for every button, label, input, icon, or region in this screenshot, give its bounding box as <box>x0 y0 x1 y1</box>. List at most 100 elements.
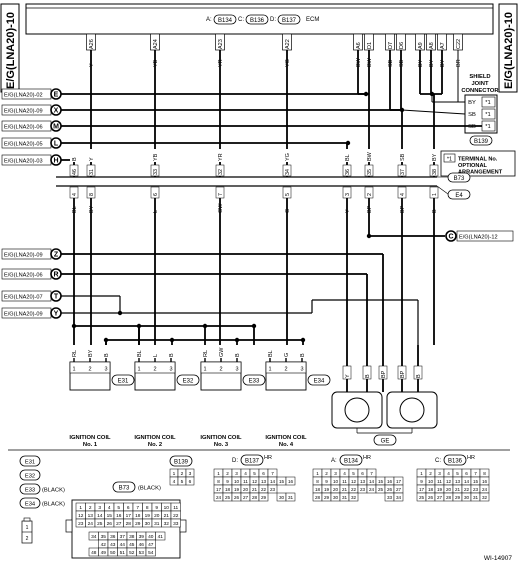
ecm-pin-label: A9 <box>418 42 424 49</box>
legend-pill <box>19 483 41 495</box>
lower-pin-label: 4 <box>72 193 78 196</box>
b137-pin: 4 <box>244 471 247 476</box>
b139-pin: 6 <box>189 479 192 485</box>
lower-pin-label: 7 <box>218 193 224 196</box>
ref-tag-label: E/G(LNA20)-02 <box>4 92 43 98</box>
b136-pin: 5 <box>456 471 459 476</box>
sensor-wire-color: B <box>416 374 422 378</box>
coil-pin: 1 <box>72 367 75 373</box>
b137-pin: 14 <box>270 479 276 484</box>
b136-pin: 23 <box>473 487 479 492</box>
b136-pin: 1 <box>420 471 423 476</box>
b137-pin: 31 <box>288 495 294 500</box>
coil-conn: E34 <box>314 379 325 385</box>
ecm-wire-color: BY <box>440 59 446 67</box>
ecm-wire-color: SB <box>399 59 405 67</box>
b137-pin: 2 <box>226 471 229 476</box>
b73-pin: 31 <box>154 521 160 527</box>
b73-pin: 34 <box>91 534 97 540</box>
shield-row3-color: SB <box>468 124 476 130</box>
ecm-wire-color: YB <box>153 59 159 67</box>
b73-pin: 14 <box>97 513 103 519</box>
b136-pin: 26 <box>428 495 434 500</box>
ref-tag-letter: X <box>54 108 59 115</box>
b73-pin: 38 <box>129 534 135 540</box>
coil-wire-color: G <box>284 353 290 357</box>
upper-wire-color: BW <box>367 151 373 161</box>
note-line-3: ARRANGEMENT <box>458 170 503 176</box>
b73-pin: 30 <box>145 521 151 527</box>
b136-pin: 17 <box>419 487 425 492</box>
ref-tag-label: E/G(LNA20)-05 <box>4 141 43 147</box>
b136-pin: 21 <box>455 487 461 492</box>
ref-tag-letter: H <box>53 158 58 165</box>
coil-wire-color: BL <box>268 350 274 357</box>
b73-pin: 2 <box>89 505 92 511</box>
junction-bottom-conn: E4 <box>455 193 463 199</box>
b134-pin: 31 <box>342 495 348 500</box>
b73-pin: 47 <box>148 542 154 548</box>
b137-pin: 28 <box>252 495 258 500</box>
lower-wire-color: GW <box>218 203 224 213</box>
ref-tag-label: E/G(LNA20)-06 <box>4 124 43 130</box>
b139-id: B139 <box>174 460 189 466</box>
b73-pin: 21 <box>164 513 170 519</box>
b73-pin: 35 <box>101 534 107 540</box>
b137-pin: 17 <box>216 487 222 492</box>
ecm-pin-label: A23 <box>218 39 224 49</box>
b73-pin: 18 <box>135 513 141 519</box>
b73-pin: 19 <box>145 513 151 519</box>
lower-pin-label: 1 <box>432 193 438 196</box>
b73-note: (BLACK) <box>138 486 161 492</box>
ref-tag-letter: Y <box>54 311 59 318</box>
coil-name: IGNITION COIL <box>200 435 242 441</box>
b139-pin: 4 <box>173 479 176 485</box>
b134-pin: 6 <box>361 471 364 476</box>
sensor-wire-color: Y <box>345 374 351 378</box>
coil-wire-color: B <box>169 353 175 357</box>
ref-tag[interactable]: E/G(LNA20)-02 E <box>1 88 62 100</box>
b73-pin: 6 <box>127 505 130 511</box>
b134-pin: 30 <box>333 495 339 500</box>
ecm-pin-label: C22 <box>456 39 462 49</box>
ref-tag-label: E/G(LNA20)-03 <box>4 158 43 164</box>
coil-wire-color: RL <box>72 350 78 357</box>
b134-pin: 25 <box>378 487 384 492</box>
coil-conn: E31 <box>118 379 129 385</box>
b136-pin: 8 <box>483 471 486 476</box>
coil-number: No. 3 <box>214 442 229 448</box>
upper-wire-color: BY <box>432 153 438 161</box>
b134-pin: 18 <box>315 487 321 492</box>
ref-tag-letter: E <box>54 92 59 99</box>
b134-pin: 12 <box>351 479 357 484</box>
shield-row2-pin: *1 <box>485 112 490 118</box>
b137-pin: 10 <box>234 479 240 484</box>
b73-pin: 39 <box>139 534 145 540</box>
coil-pin: 2 <box>153 367 156 373</box>
b137-pin: 24 <box>216 495 222 500</box>
coil-name: IGNITION COIL <box>69 435 111 441</box>
b136-pin: 27 <box>437 495 443 500</box>
b137-pin: 23 <box>270 487 276 492</box>
b134-pin: 7 <box>370 471 373 476</box>
upper-wire-color: B <box>72 157 78 161</box>
ref-tag[interactable]: E/G(LNA20)-03 H <box>1 154 62 166</box>
ecm-wire-color: BY <box>429 59 435 67</box>
b136-pin: 18 <box>428 487 434 492</box>
right-banner-text: E/G(LNA20)-10 <box>503 12 515 89</box>
upper-pin-label: 38 <box>432 169 438 175</box>
b73-pin: 53 <box>139 550 145 556</box>
lower-wire-color: G <box>285 209 291 213</box>
figure-id: WI-14907 <box>484 555 513 562</box>
b134-pin: 33 <box>387 495 393 500</box>
